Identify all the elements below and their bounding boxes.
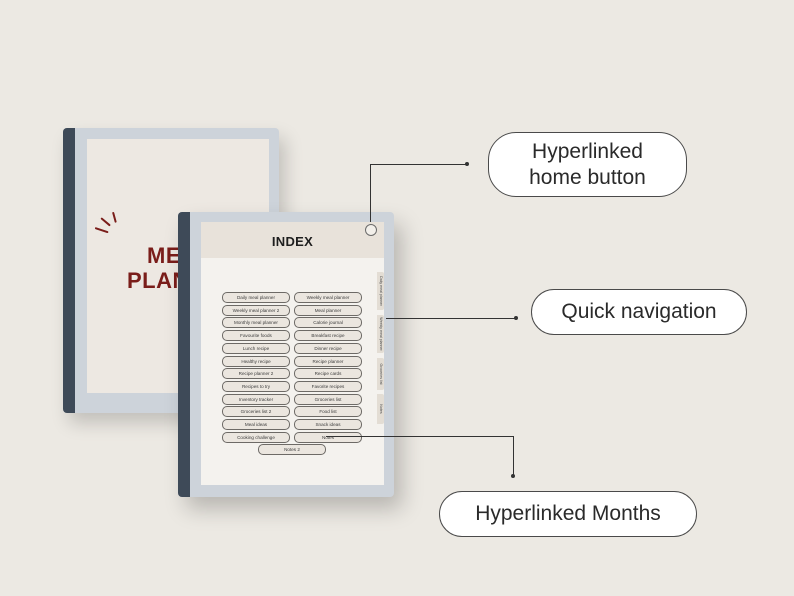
index-link-left[interactable]: Inventory tracker — [222, 393, 290, 405]
side-tab[interactable]: Notes — [377, 394, 384, 424]
index-link-right[interactable]: Notes — [294, 431, 362, 443]
spark-line — [100, 217, 111, 227]
tablet-spine — [63, 128, 75, 413]
index-link-right[interactable]: Weekly meal planner — [294, 292, 362, 303]
index-link-right[interactable]: Recipe planner — [294, 355, 362, 367]
connector-line — [370, 164, 466, 165]
callout-quick-navigation-label: Quick navigation — [561, 300, 717, 323]
home-icon[interactable] — [365, 224, 377, 236]
spark-line — [112, 211, 117, 223]
side-tab[interactable]: Groceries list — [377, 358, 384, 390]
spark-line — [94, 227, 109, 234]
side-tab-label: Daily meal planner — [378, 276, 383, 306]
connector-dot — [514, 316, 518, 320]
index-link-left[interactable]: Groceries list 2 — [222, 406, 290, 418]
callout-quick-navigation: Quick navigation — [531, 289, 747, 335]
index-link-right[interactable]: Favorite recipes — [294, 380, 362, 392]
index-link-left[interactable]: Healthy recipe — [222, 355, 290, 367]
index-link-right[interactable]: Breakfast recipe — [294, 330, 362, 342]
index-link-left[interactable]: Recipes to try — [222, 380, 290, 392]
cover-title-line1: ME — [147, 243, 181, 268]
side-tab-label: Groceries list — [378, 363, 383, 385]
side-tab-label: Weekly meal planner — [378, 317, 383, 351]
tablet-spine — [178, 212, 190, 497]
index-link-left[interactable]: Lunch recipe — [222, 342, 290, 354]
connector-line — [370, 164, 371, 222]
callout-home-button: Hyperlinked home button — [488, 132, 687, 197]
connector-dot — [511, 474, 515, 478]
callout-home-button-line1: Hyperlinked — [532, 139, 643, 163]
index-link-left[interactable]: Meal ideas — [222, 419, 290, 430]
index-link-bottom[interactable]: Notes 2 — [258, 444, 326, 456]
connector-line — [513, 436, 514, 476]
index-link-right[interactable]: Groceries list — [294, 393, 362, 405]
callout-hyperlinked-months: Hyperlinked Months — [439, 491, 697, 537]
connector-line — [326, 436, 513, 437]
index-link-left[interactable]: Monthly meal planner — [222, 317, 290, 329]
index-title: INDEX — [271, 234, 314, 249]
index-link-right[interactable]: Food list — [294, 406, 362, 418]
index-link-left[interactable]: Weekly meal planner 2 — [222, 304, 290, 316]
index-link-left[interactable]: Cooking challenge — [222, 431, 290, 443]
index-link-right[interactable]: Calorie journal — [294, 317, 362, 329]
index-link-right[interactable]: Dinner recipe — [294, 342, 362, 354]
callout-hyperlinked-months-label: Hyperlinked Months — [475, 502, 661, 525]
connector-dot — [465, 162, 469, 166]
index-link-right[interactable]: Recipe cards — [294, 368, 362, 380]
index-link-right[interactable]: Snack ideas — [294, 419, 362, 430]
index-link-left[interactable]: Recipe planner 2 — [222, 368, 290, 380]
side-tab[interactable]: Daily meal planner — [377, 272, 384, 310]
index-link-left[interactable]: Favourite foods — [222, 330, 290, 342]
index-link-left[interactable]: Daily meal planner — [222, 292, 290, 303]
side-tab-label: Notes — [378, 404, 383, 414]
callout-home-button-line2: home button — [529, 165, 646, 189]
side-tab[interactable]: Weekly meal planner — [377, 315, 384, 353]
index-link-right[interactable]: Meal planner — [294, 304, 362, 316]
index-header — [201, 222, 384, 258]
connector-line — [386, 318, 516, 319]
